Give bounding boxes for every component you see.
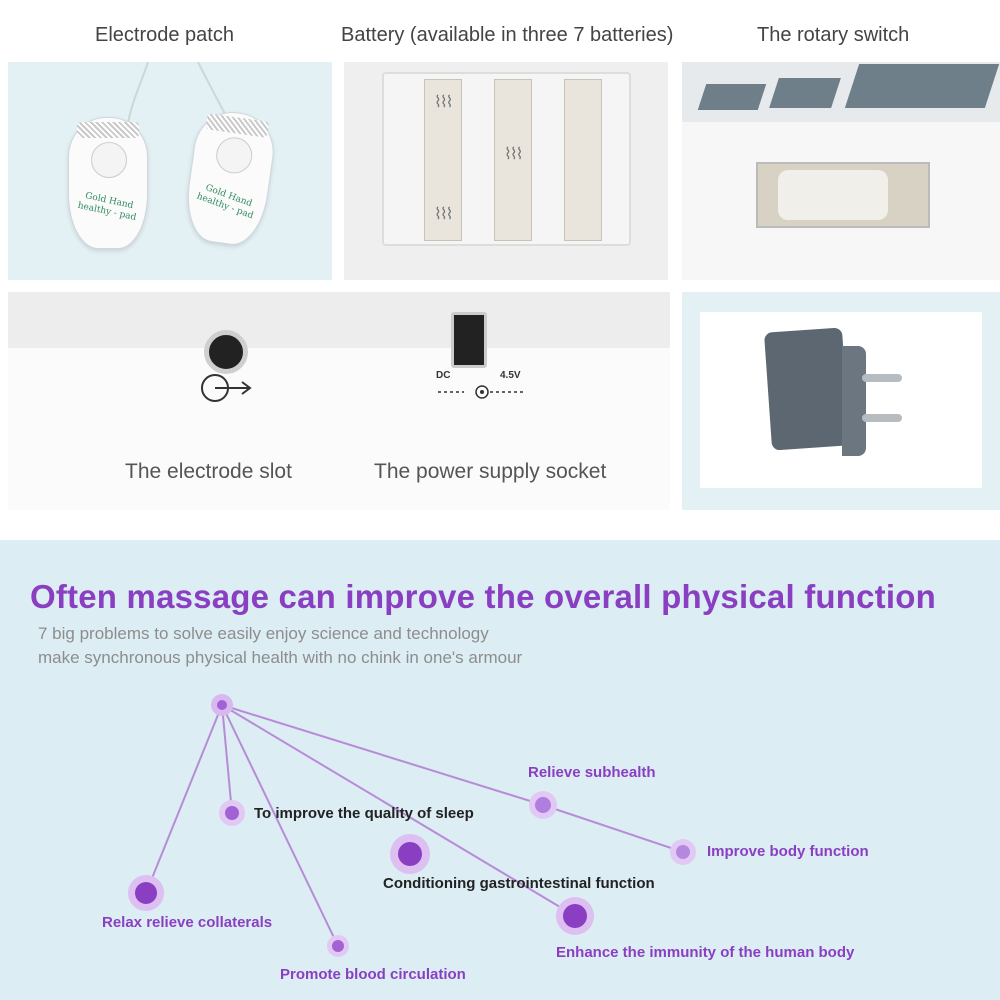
benefit-label: Improve body function — [707, 843, 869, 860]
power-socket-label: The power supply socket — [374, 460, 607, 483]
adapter-panel — [682, 292, 1000, 510]
spring-icon: ⌇⌇⌇ — [434, 94, 453, 111]
power-jack — [451, 312, 487, 368]
electrode-patch-title: Electrode patch — [95, 24, 234, 46]
device-edge — [8, 292, 670, 348]
electrode-jack — [204, 330, 248, 374]
spring-icon: ⌇⌇⌇ — [434, 206, 453, 223]
battery-title: Battery (available in three 7 batteries) — [341, 24, 674, 46]
dc-mark: DC — [436, 370, 451, 381]
promo-headline: Often massage can improve the overall ph… — [30, 578, 936, 615]
benefit-label: Enhance the immunity of the human body — [556, 944, 855, 961]
electrode-pad-left: Gold Hand healthy - pad — [68, 117, 148, 249]
spring-icon: ⌇⌇⌇ — [504, 146, 523, 163]
battery-panel: ⌇⌇⌇ ⌇⌇⌇ ⌇⌇⌇ — [344, 62, 668, 280]
promo-subline-1: 7 big problems to solve easily enjoy sci… — [38, 624, 489, 643]
pad-connector — [91, 142, 127, 178]
rotary-switch-title: The rotary switch — [757, 24, 910, 46]
polarity-icon — [438, 385, 524, 399]
electrode-patch-panel: Gold Hand healthy - pad Gold Hand health… — [8, 62, 332, 280]
promo-section — [0, 540, 1000, 1000]
adapter-pin-top — [862, 374, 902, 382]
pad-mesh — [77, 122, 139, 138]
rotary-wheel — [778, 170, 888, 220]
battery-slot-3 — [564, 79, 602, 241]
output-arrow-icon — [201, 374, 252, 402]
battery-slot-1 — [424, 79, 462, 241]
adapter-pin-bottom — [862, 414, 902, 422]
benefit-label: Conditioning gastrointestinal function — [383, 875, 655, 892]
sockets-panel: DC 4.5V The electrode slot The power sup… — [8, 292, 670, 510]
adapter-plug-face — [842, 346, 866, 456]
network-lines — [145, 704, 684, 947]
voltage-mark: 4.5V — [500, 370, 521, 381]
benefit-label: To improve the quality of sleep — [254, 805, 474, 822]
battery-slot-2 — [494, 79, 532, 241]
rotary-switch-panel — [682, 62, 1000, 280]
benefit-label: Relax relieve collaterals — [102, 914, 273, 931]
network-nodes — [128, 694, 696, 957]
benefit-label: Promote blood circulation — [280, 966, 466, 983]
electrode-slot-label: The electrode slot — [125, 460, 292, 483]
promo-subline-2: make synchronous physical health with no… — [38, 648, 523, 667]
battery-compartment: ⌇⌇⌇ ⌇⌇⌇ ⌇⌇⌇ — [382, 72, 631, 246]
benefit-label: Relieve subhealth — [528, 764, 656, 781]
